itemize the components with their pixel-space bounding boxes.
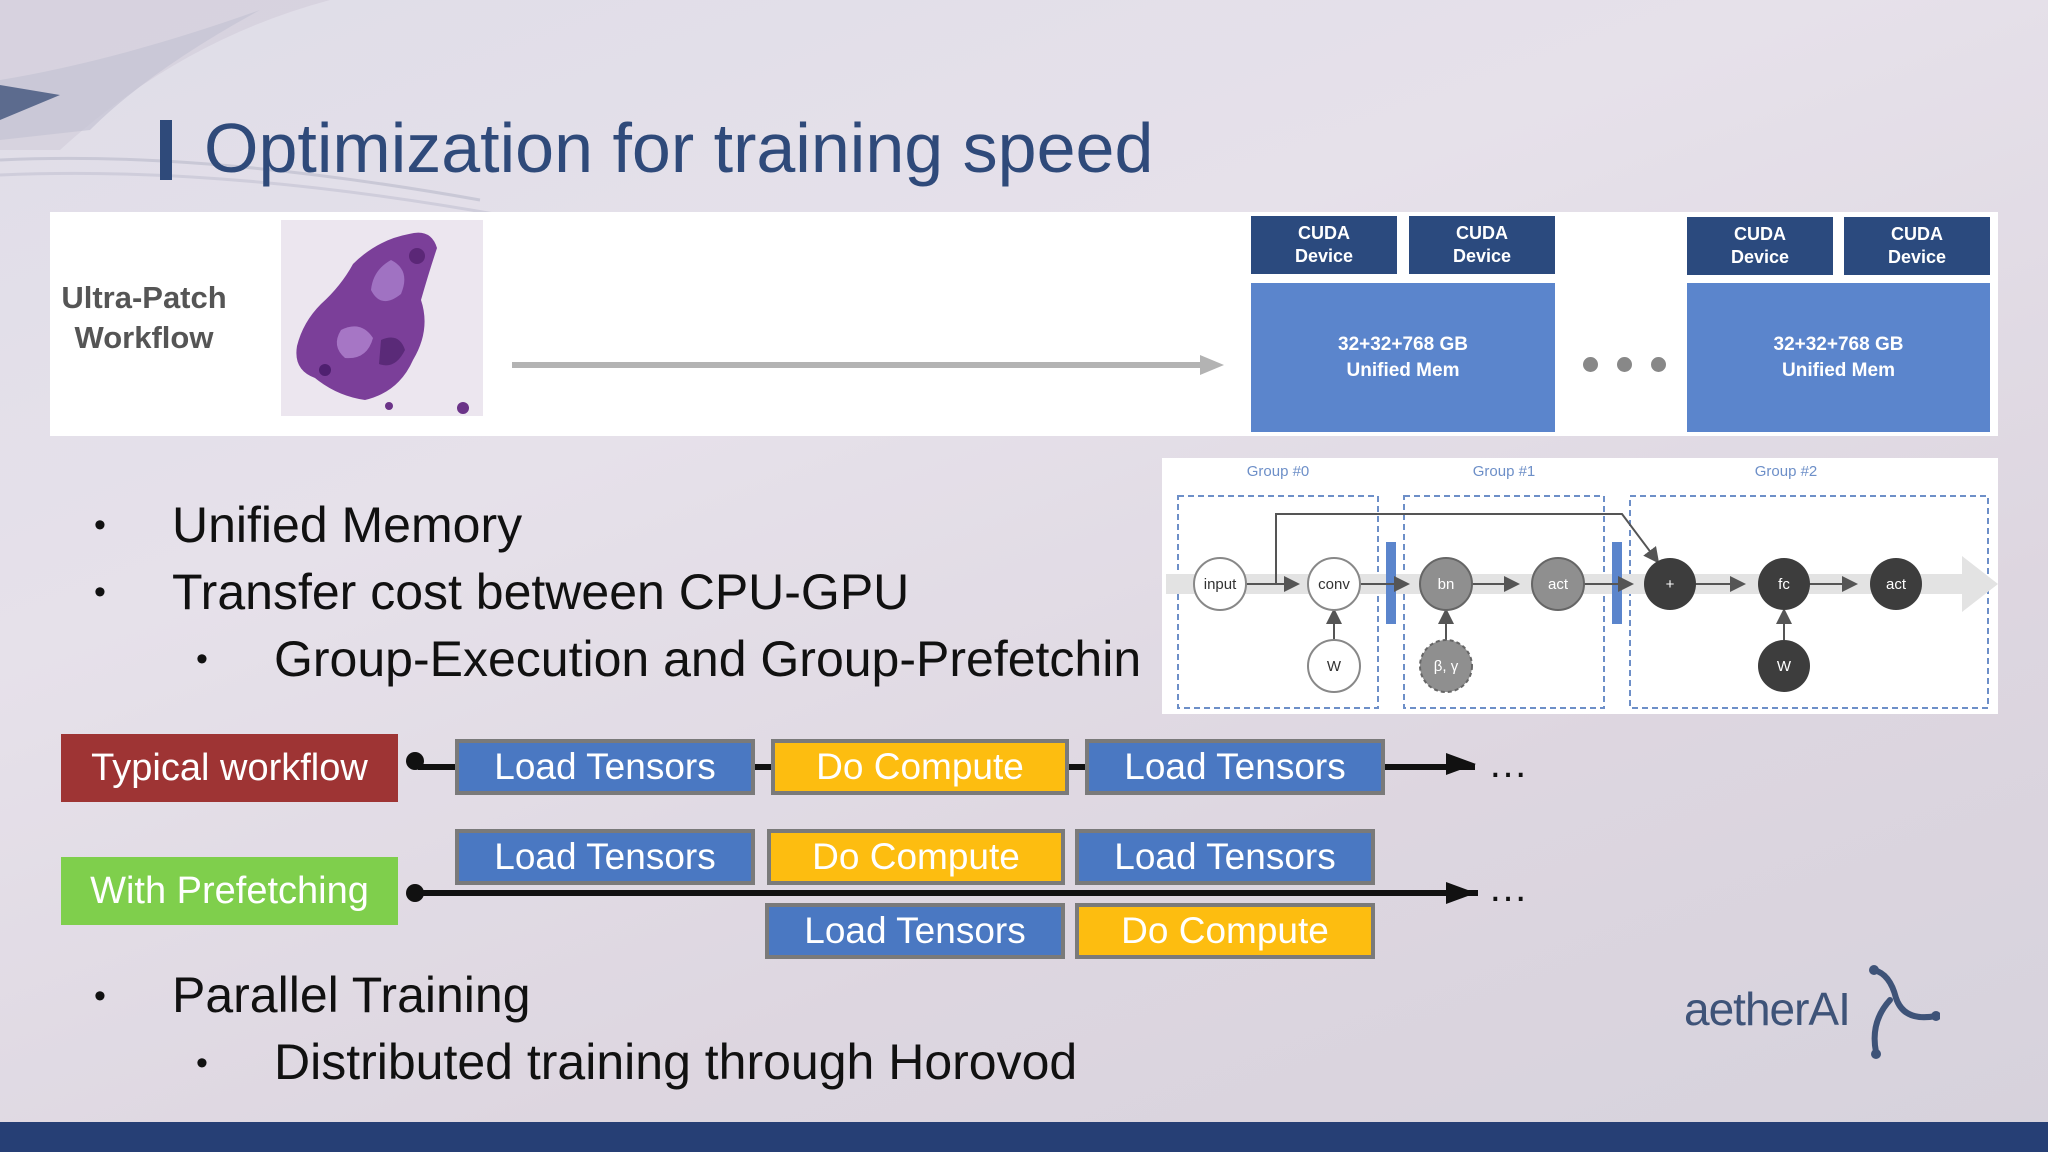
group-0-label: Group #0 [1247,463,1310,480]
node-input: input [1204,576,1237,593]
cuda-device-label: Device [1452,246,1512,266]
bullet-transfer-cost: Transfer cost between CPU-GPU [172,564,910,620]
node-weight: W [1327,658,1342,675]
continuation-ellipsis: … [1488,742,1532,786]
cuda-device-label: CUDA [1298,223,1350,243]
footer-bar [0,1122,2048,1152]
bullet-marker: • [196,1044,208,1082]
workflow-label-line2: Workflow [74,320,214,355]
aetherai-logo-text: aetherAI [1684,983,1851,1035]
ellipsis-dot [1651,357,1666,372]
cuda-device-label: CUDA [1456,223,1508,243]
bullet-group-execution: Group-Execution and Group-Prefetchin [274,631,1142,687]
decorative-swoosh [0,0,501,217]
bullet-marker: • [196,640,208,678]
cuda-device-header: CUDA Device [1687,217,1833,275]
workflow-label: Ultra-Patch Workflow [54,278,234,358]
cuda-device-label: CUDA [1891,224,1943,244]
node-conv: conv [1318,576,1350,593]
bullet-marker: • [94,573,106,611]
ellipsis-dot [1617,357,1632,372]
timeline-line [755,764,771,770]
do-compute-block: Do Compute [1075,903,1375,959]
load-tensors-block: Load Tensors [1075,829,1375,885]
cuda-device-header: CUDA Device [1409,216,1555,274]
node-bn: bn [1438,576,1455,593]
node-act: act [1548,576,1569,593]
arrow-right-icon [512,355,1224,375]
memory-type-label: Unified Mem [1346,359,1460,381]
cuda-device-header: CUDA Device [1251,216,1397,274]
node-fc: fc [1778,576,1790,593]
bullet-parallel-training: Parallel Training [172,967,531,1023]
timeline-line [1069,764,1085,770]
slide-title: Optimization for training speed [204,109,1154,187]
node-beta-gamma: β, γ [1434,658,1459,675]
memory-size-label: 32+32+768 GB [1773,333,1904,355]
cuda-device-label: Device [1887,247,1947,267]
load-tensors-block: Load Tensors [1085,739,1385,795]
aetherai-logo-mark-icon [1869,965,1940,1059]
tissue-slide-image [281,220,483,416]
bullet-unified-memory: Unified Memory [172,497,523,553]
arrow-right-icon [1446,882,1476,904]
timeline-line [418,890,1478,896]
bullet-horovod: Distributed training through Horovod [274,1034,1078,1090]
workflow-label-line1: Ultra-Patch [61,280,227,315]
timeline-line [418,764,458,770]
cuda-device-header: CUDA Device [1844,217,1990,275]
group-2-label: Group #2 [1755,463,1818,480]
node-weight: W [1777,658,1792,675]
arrow-right-icon [1446,753,1476,775]
typical-workflow-tag: Typical workflow [61,734,398,802]
unified-memory-block: 32+32+768 GB Unified Mem [1687,283,1990,432]
cuda-device-label: Device [1730,247,1790,267]
title-accent-bar [160,120,172,180]
bullet-marker: • [94,506,106,544]
node-act: act [1886,576,1907,593]
ellipsis-dot [1583,357,1598,372]
timeline-start-dot [406,884,424,902]
continuation-ellipsis: … [1488,866,1532,910]
node-add: + [1666,576,1675,593]
bullet-marker: • [94,977,106,1015]
do-compute-block: Do Compute [767,829,1065,885]
unified-memory-block: 32+32+768 GB Unified Mem [1251,283,1555,432]
group-1-label: Group #1 [1473,463,1536,480]
load-tensors-block: Load Tensors [455,829,755,885]
cuda-device-label: Device [1294,246,1354,266]
cuda-device-label: CUDA [1734,224,1786,244]
do-compute-block: Do Compute [771,739,1069,795]
timeline-line [1385,764,1475,770]
with-prefetching-tag: With Prefetching [61,857,398,925]
group-execution-graph: Group #0 Group #1 Group #2 input [1162,458,1998,714]
memory-type-label: Unified Mem [1782,359,1895,381]
load-tensors-block: Load Tensors [765,903,1065,959]
memory-size-label: 32+32+768 GB [1338,333,1468,355]
load-tensors-block: Load Tensors [455,739,755,795]
